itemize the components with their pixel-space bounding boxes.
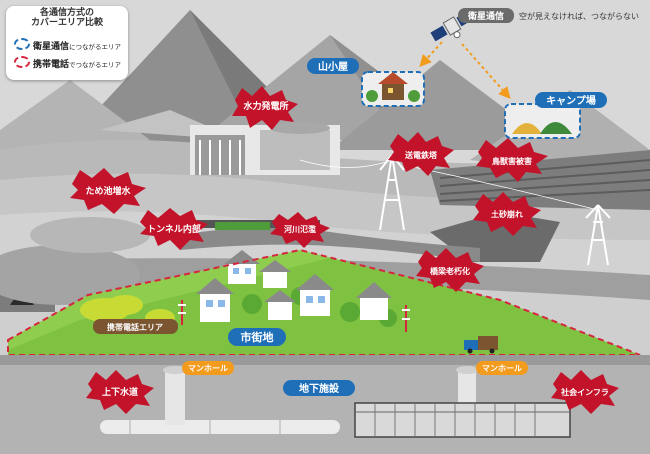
problem-badges	[70, 86, 619, 414]
label-river: 河川氾濫	[284, 224, 316, 234]
underground-corridor	[354, 402, 571, 438]
legend-title: 各通信方式の カバーエリア比較	[6, 8, 128, 28]
label-manhole-left: マンホール	[188, 364, 228, 373]
river	[180, 227, 480, 262]
satellite-signal-arrows	[419, 41, 511, 99]
label-pills	[93, 8, 607, 396]
mobile-coverage-boundary	[7, 248, 641, 356]
campsite	[504, 103, 581, 139]
water-pipes	[100, 366, 340, 434]
hydro-plant	[190, 122, 340, 175]
satellite-note: 空が見えなければ、つながらない	[519, 12, 639, 21]
legend-mobile-suffix: でつながるエリア	[69, 61, 122, 69]
legend: 各通信方式の カバーエリア比較 衛星通信につながるエリア 携帯電話でつながるエリ…	[6, 6, 128, 80]
label-landslide: 土砂崩れ	[491, 209, 523, 219]
label-manhole-right: マンホール	[482, 364, 522, 373]
mountain-hut	[361, 71, 425, 107]
label-satellite: 衛星通信	[467, 10, 504, 22]
label-reservoir: ため池増水	[85, 185, 131, 197]
houses	[196, 250, 392, 322]
legend-row-satellite: 衛星通信につながるエリア	[14, 38, 122, 52]
mobile-swatch-icon	[14, 56, 30, 68]
truck	[464, 336, 498, 354]
label-mobile-area: 携帯電話エリア	[107, 322, 163, 332]
label-campsite: キャンプ場	[546, 94, 596, 107]
label-tower: 送電鉄塔	[404, 150, 438, 160]
legend-title-line1: 各通信方式の	[39, 8, 94, 18]
label-mountain-hut: 山小屋	[318, 60, 348, 73]
label-infra: 社会インフラ	[560, 387, 609, 397]
label-tunnel: トンネル内部	[147, 223, 201, 235]
label-wildlife: 鳥獣害被害	[492, 156, 532, 166]
legend-satellite-suffix: につながるエリア	[69, 43, 122, 51]
legend-mobile-label: 携帯電話	[33, 60, 70, 70]
label-hydro: 水力発電所	[243, 100, 288, 112]
legend-satellite-label: 衛星通信	[33, 42, 70, 52]
label-sewer: 上下水道	[102, 386, 138, 398]
legend-title-line2: カバーエリア比較	[30, 18, 103, 28]
satellite-swatch-icon	[14, 38, 30, 50]
label-underground: 地下施設	[299, 382, 340, 395]
label-urban: 市街地	[241, 330, 274, 344]
label-bridge: 橋梁老朽化	[430, 266, 470, 276]
cell-antennas	[178, 300, 410, 332]
legend-row-mobile: 携帯電話でつながるエリア	[14, 56, 122, 70]
